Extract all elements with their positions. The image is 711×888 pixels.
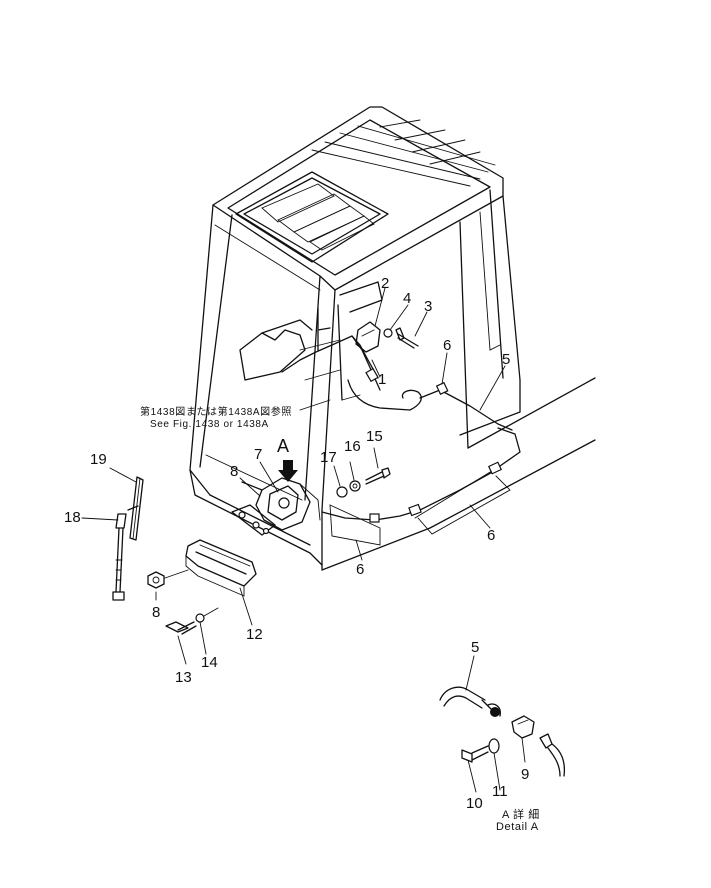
callout-8-cab: 8 — [230, 463, 238, 480]
leader-lines — [81, 287, 526, 793]
callout-4: 4 — [403, 290, 411, 307]
callout-3: 3 — [424, 298, 432, 315]
detail-caption-en: Detail A — [496, 821, 539, 833]
bolt-stack-15-17 — [336, 467, 391, 498]
switch-assembly — [231, 460, 321, 536]
callout-2: 2 — [381, 275, 389, 292]
callout-11: 11 — [492, 783, 508, 800]
callout-18: 18 — [64, 509, 81, 526]
reference-note: 第1438図または第1438A図参照 See Fig. 1438 or 1438… — [140, 405, 292, 430]
callout-8-nut: 8 — [152, 604, 160, 621]
callout-6-right: 6 — [487, 527, 495, 544]
callout-12: 12 — [246, 626, 263, 643]
detail-caption: A 詳 細 Detail A — [496, 807, 540, 833]
arm-18 — [112, 513, 127, 601]
callout-1: 1 — [378, 371, 386, 388]
arm-19 — [127, 476, 144, 541]
view-marker-a: A — [277, 436, 289, 456]
callout-6-top: 6 — [443, 337, 451, 354]
callout-19: 19 — [90, 451, 107, 468]
wiring-harness — [281, 307, 513, 523]
callout-17: 17 — [320, 449, 337, 466]
callout-9: 9 — [521, 766, 529, 783]
fasteners-lower — [147, 569, 219, 635]
callout-numbers: 1 2 3 4 5 6 6 6 7 8 8 12 13 14 15 16 17 … — [64, 275, 529, 812]
callout-16: 16 — [344, 438, 361, 455]
detail-a — [439, 686, 566, 777]
detail-caption-jp: A 詳 細 — [502, 807, 540, 821]
reference-note-en: See Fig. 1438 or 1438A — [150, 419, 269, 430]
reference-note-jp: 第1438図または第1438A図参照 — [140, 405, 292, 418]
cab-body — [189, 106, 521, 571]
callout-5-main: 5 — [502, 351, 510, 368]
callout-15: 15 — [366, 428, 383, 445]
callout-6-bottom: 6 — [356, 561, 364, 578]
callout-13: 13 — [175, 669, 192, 686]
callout-5-detail: 5 — [471, 639, 479, 656]
callout-7: 7 — [254, 446, 262, 463]
callout-14: 14 — [201, 654, 218, 671]
step-plate — [185, 539, 257, 597]
callout-10: 10 — [466, 795, 483, 812]
boom — [414, 377, 596, 529]
upper-bracket — [355, 321, 419, 353]
